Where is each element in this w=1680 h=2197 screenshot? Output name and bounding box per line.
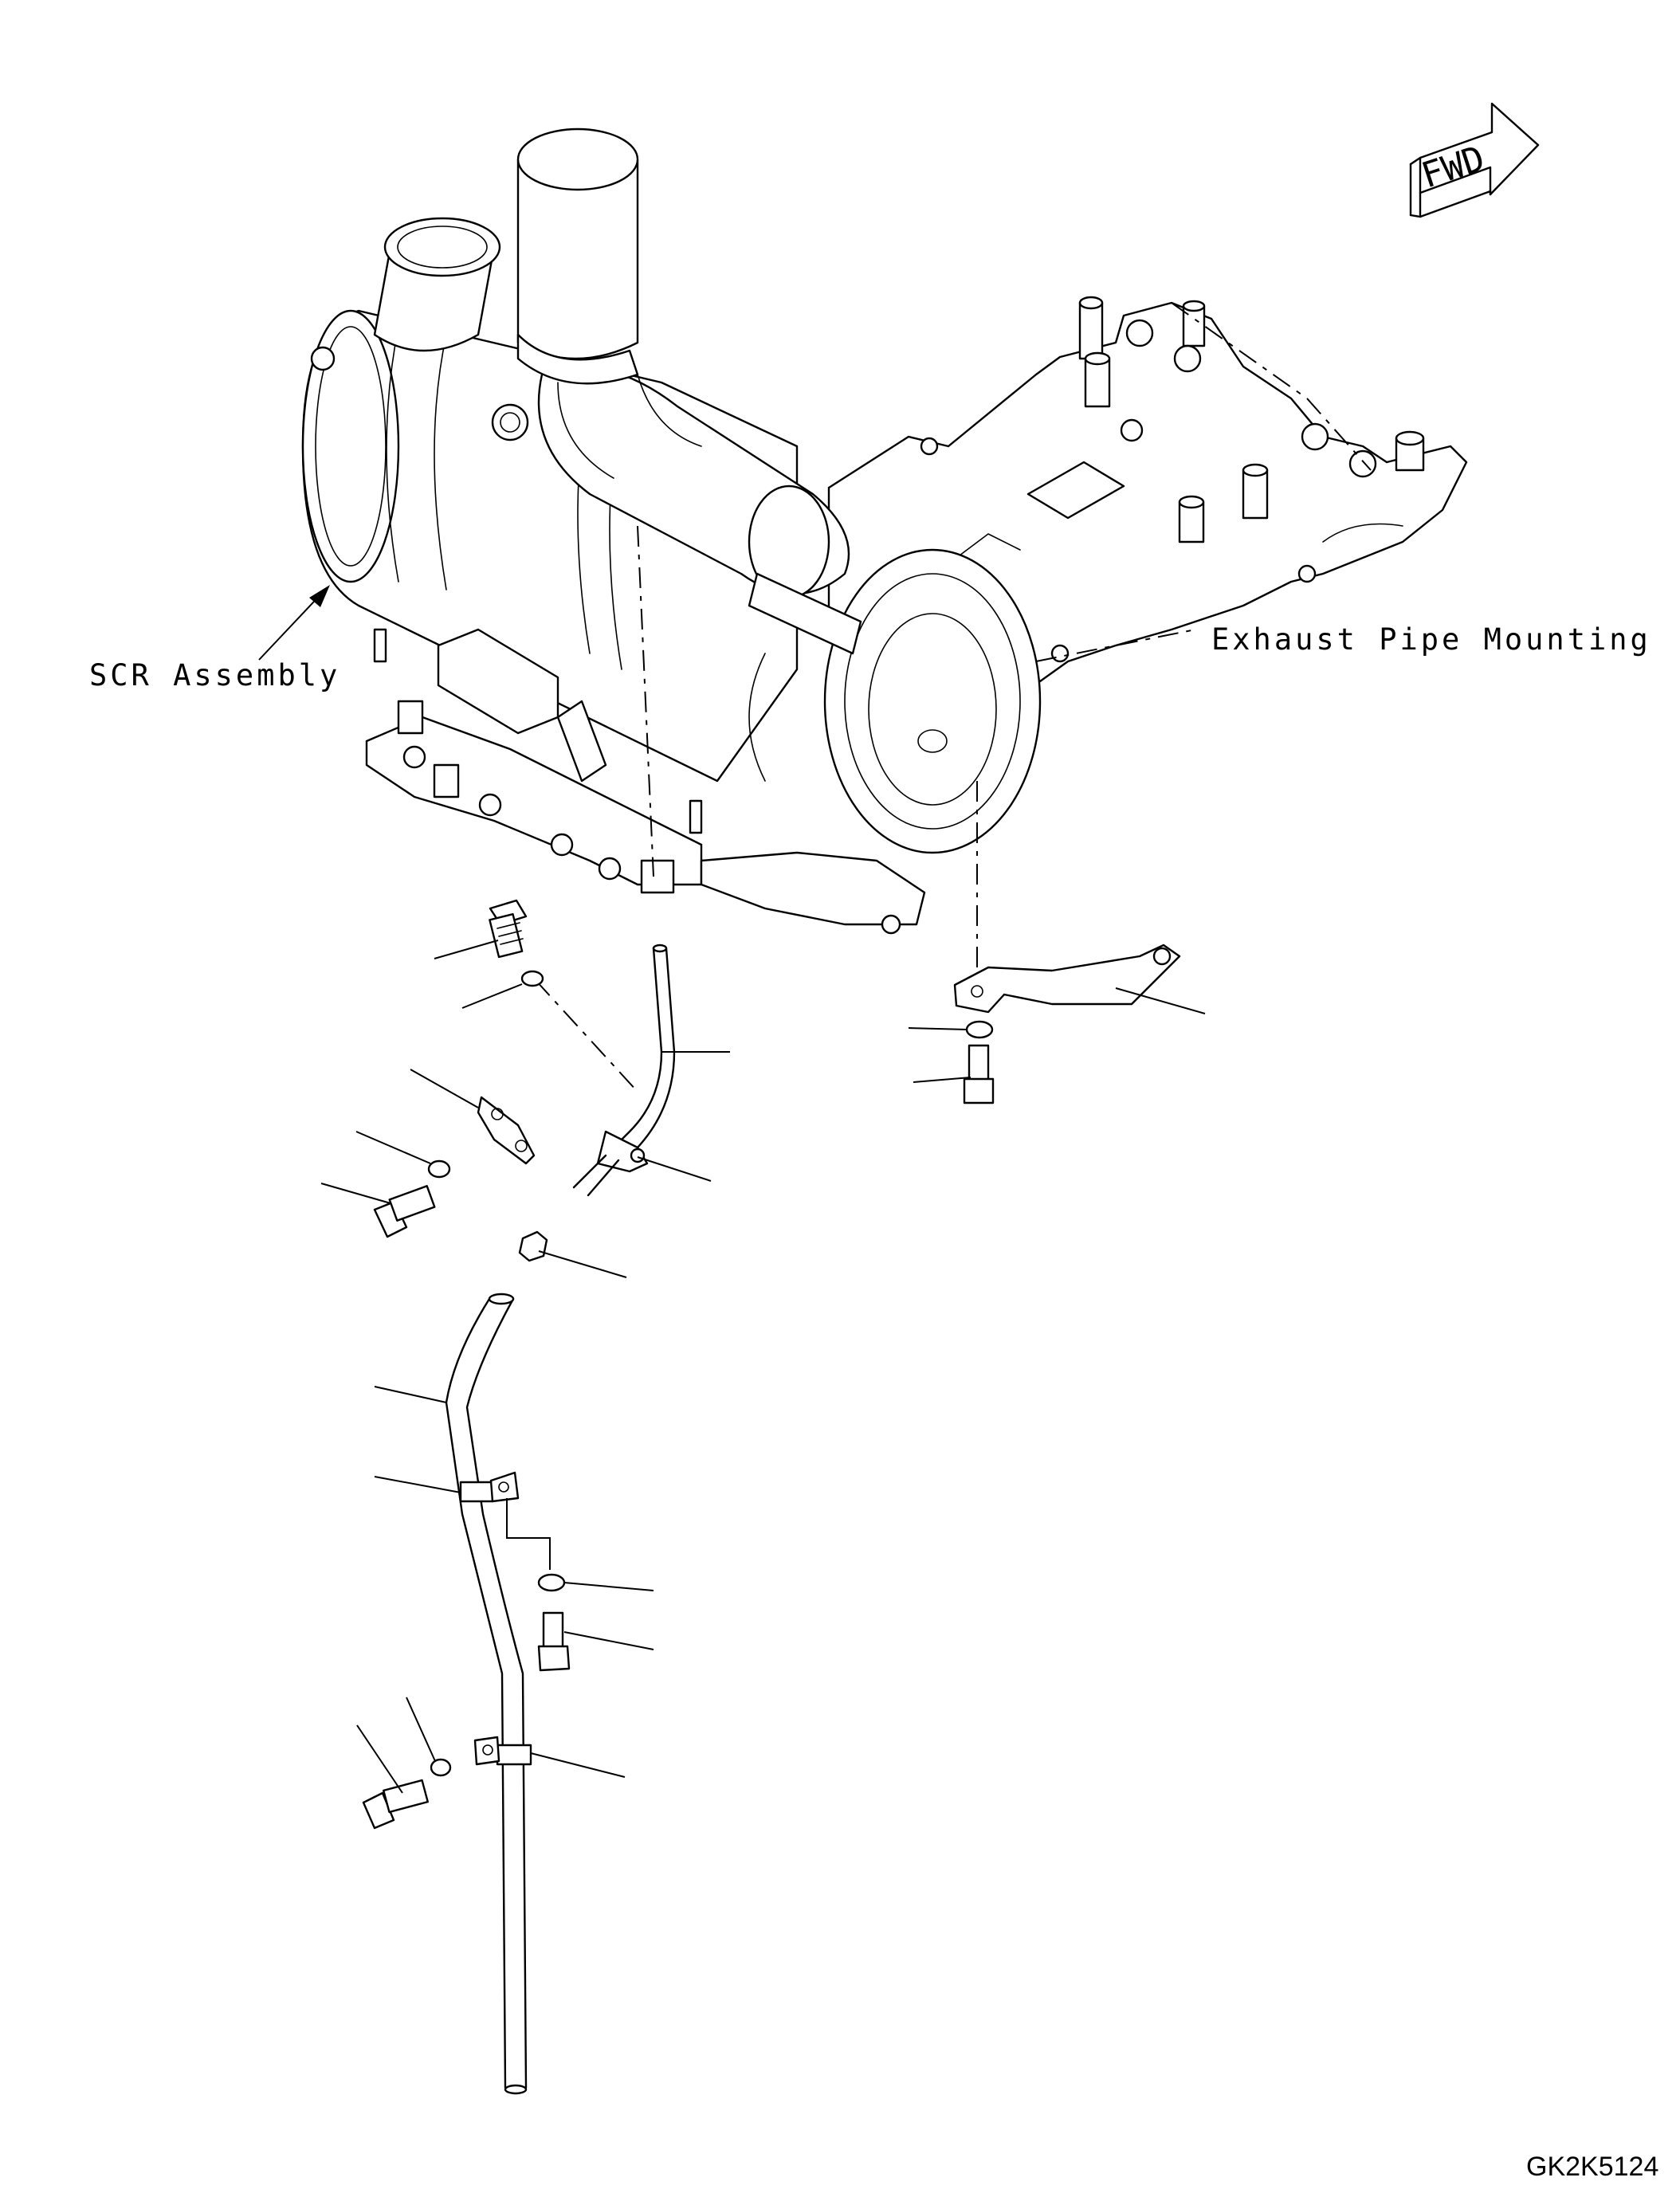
exhaust-pipe-mounting-label: Exhaust Pipe Mounting (1211, 622, 1651, 657)
fwd-label: FWD (1417, 138, 1490, 196)
scr-assembly-body (301, 128, 1042, 854)
lower-bolt-left (362, 1779, 429, 1830)
lower-washer-left (430, 1758, 452, 1777)
leader-lines (320, 940, 1206, 1794)
left-washer (427, 1159, 451, 1179)
clamp-plate (477, 1096, 536, 1165)
left-bolt (373, 1185, 436, 1238)
scr-assembly-arrow-icon (258, 585, 330, 661)
clamp-assembly-line (506, 1498, 551, 1570)
plate-assembly-line-lower (1035, 629, 1196, 662)
fwd-arrow-icon: FWD (1409, 102, 1540, 218)
bracket-washer (965, 1020, 994, 1039)
bracket-bolt (963, 1044, 995, 1104)
tube-connector-nut (518, 1230, 548, 1262)
scr-assembly-label: SCR Assembly (89, 658, 341, 692)
right-bracket (953, 944, 1181, 1014)
clamp-washer-right (537, 1573, 566, 1592)
scr-mounting-base (365, 628, 926, 935)
clamp-bolt-right (537, 1611, 571, 1672)
assembly-line-washer (535, 979, 638, 1093)
upper-washer (520, 970, 544, 987)
drawing-code: GK2K5124 (1526, 2152, 1659, 2182)
lower-tube (445, 1293, 532, 2095)
upper-bolt (489, 899, 528, 959)
upper-tube (572, 944, 676, 1197)
assembly-line-tube-top (637, 525, 654, 877)
plate-assembly-line (1171, 302, 1372, 471)
